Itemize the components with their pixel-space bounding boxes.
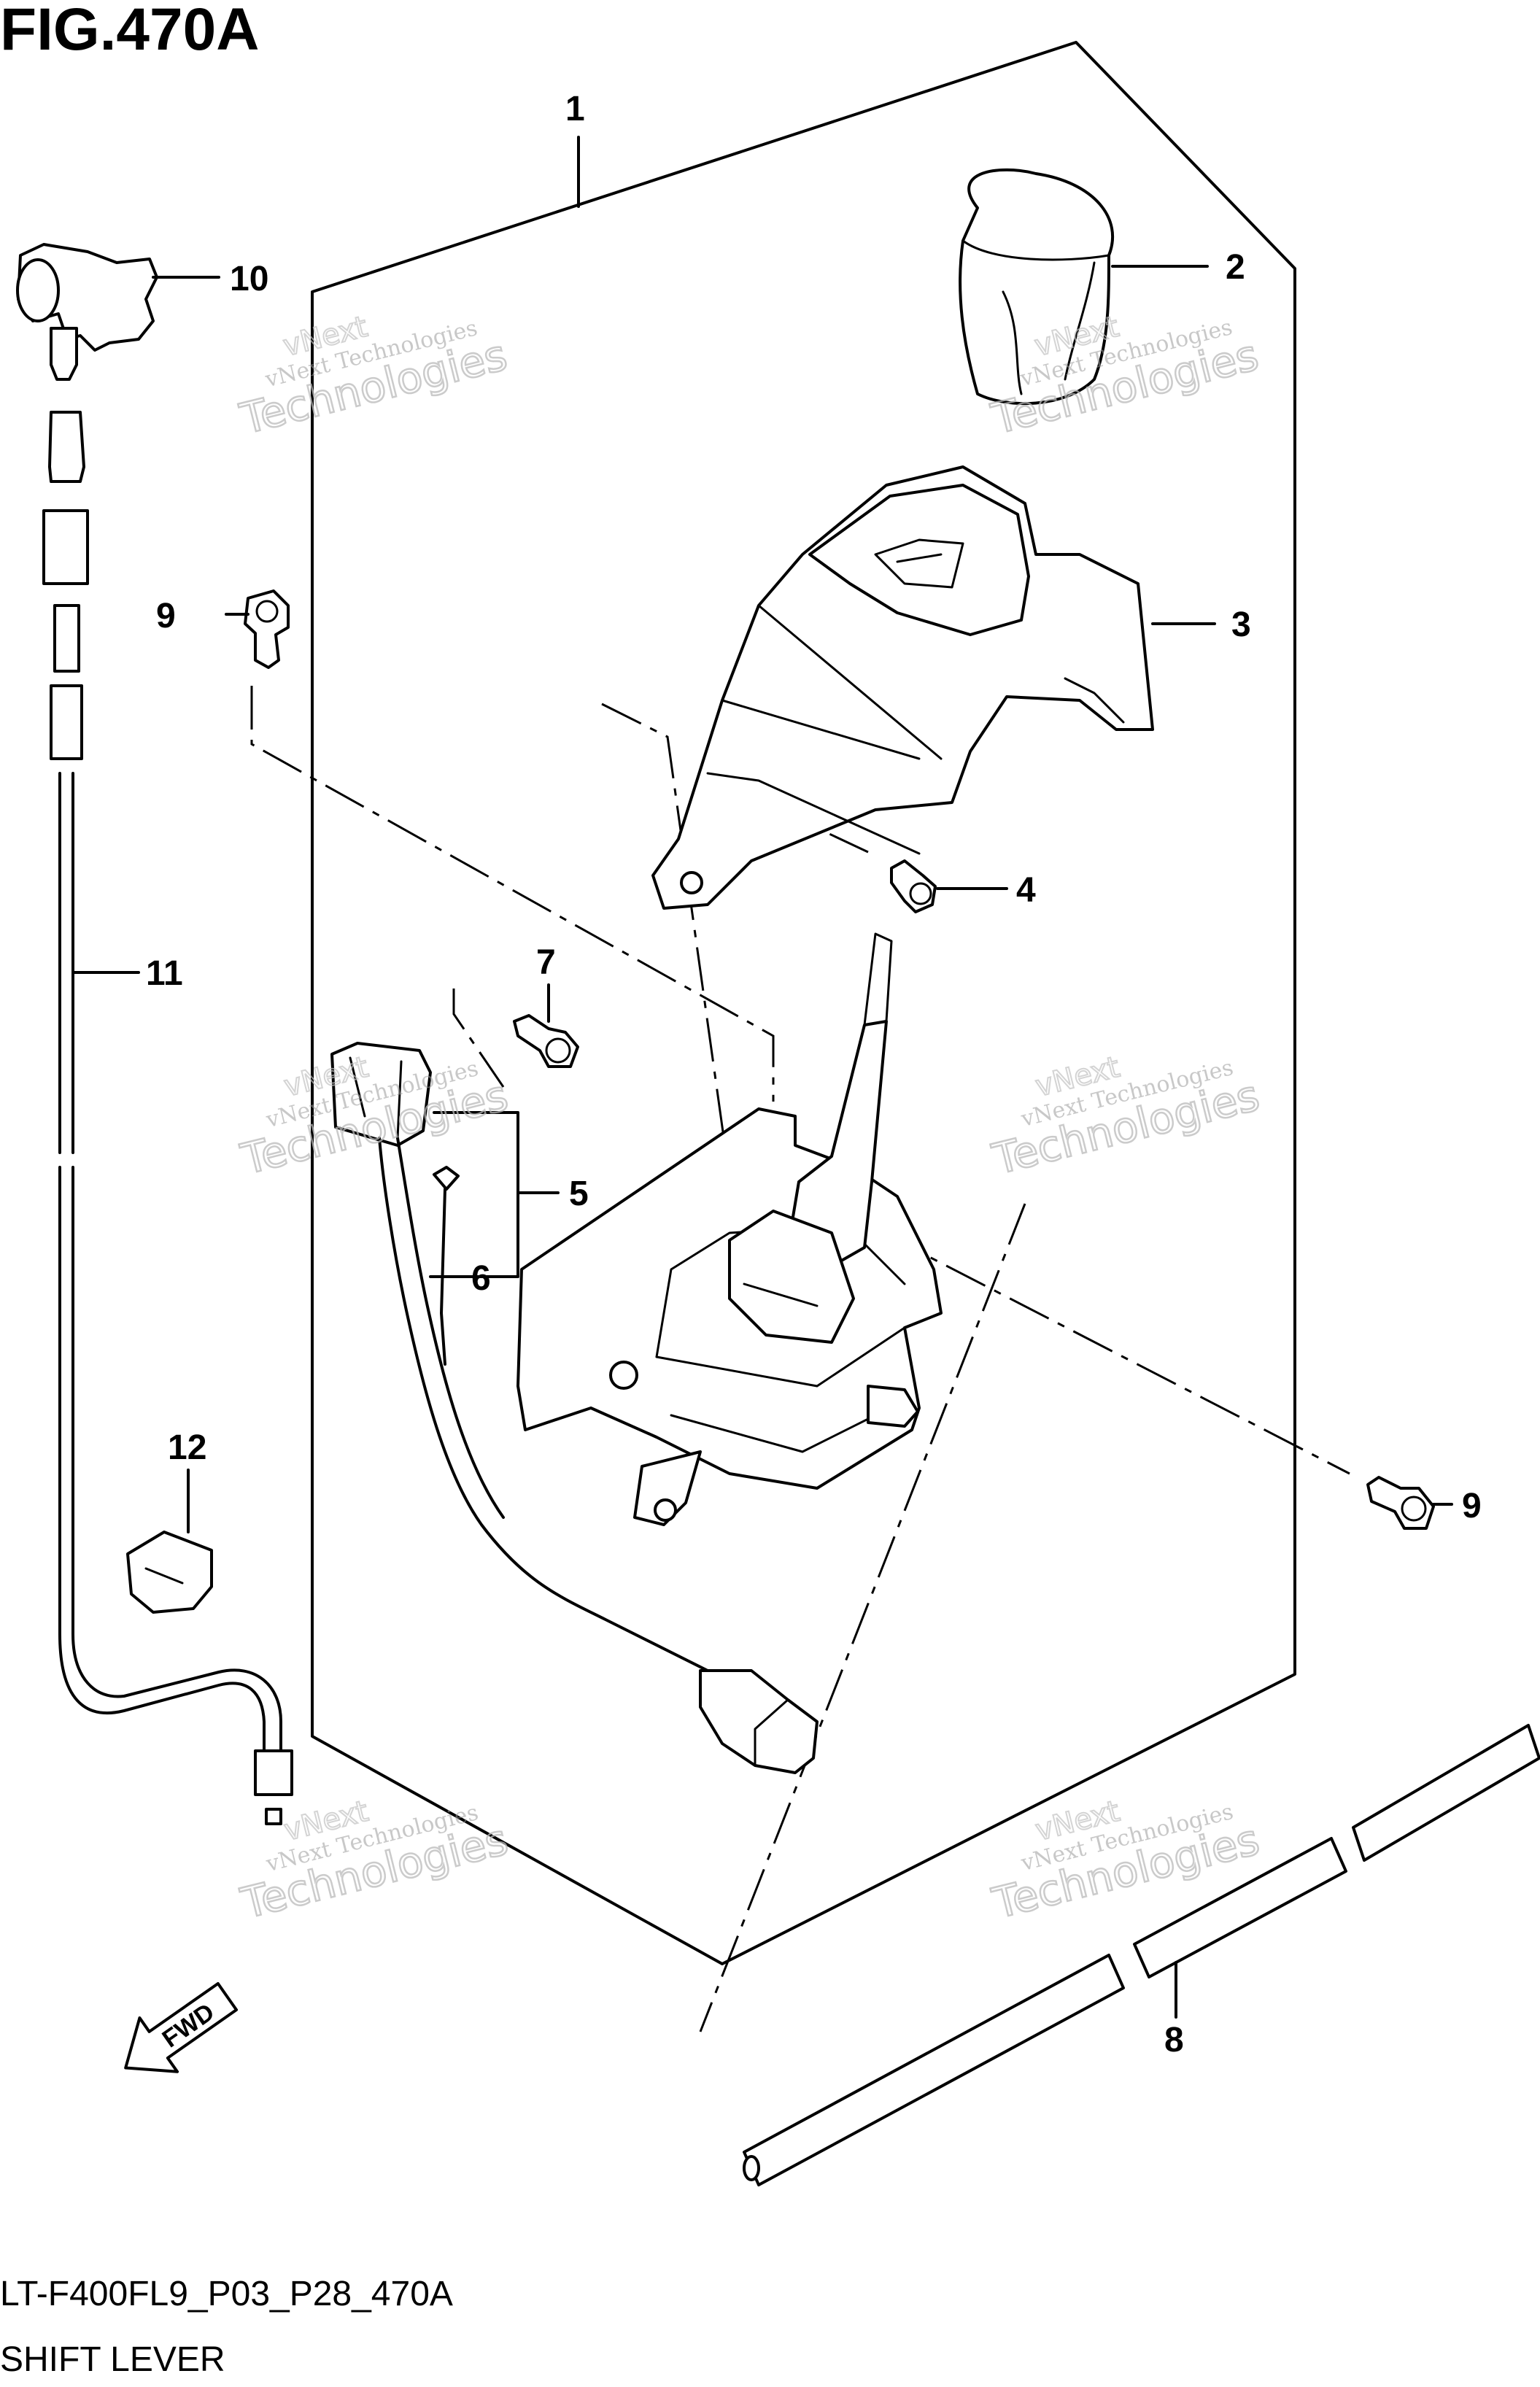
callout-9-upper: 9 [156, 597, 176, 635]
shift-lever-assembly [516, 932, 943, 1526]
callout-5: 5 [569, 1175, 589, 1213]
callout-3: 3 [1231, 606, 1251, 644]
rod-part-8 [743, 1724, 1540, 2186]
figure-title: FIG.470A [0, 0, 259, 63]
callout-1: 1 [565, 90, 585, 128]
callout-8: 8 [1164, 2021, 1184, 2059]
callout-9-right: 9 [1462, 1487, 1482, 1525]
bolt-part-9-right [1366, 1476, 1435, 1530]
clamp-part-12 [126, 1531, 213, 1614]
callout-6: 6 [471, 1259, 491, 1298]
callout-12: 12 [168, 1428, 206, 1467]
bolt-part-9-upper [244, 589, 290, 669]
shift-knob-part [959, 168, 1114, 406]
alignment-lines [250, 686, 1350, 2032]
bolt-part-4 [890, 859, 937, 913]
watermark-top-left: vNext vNext Technologies Technologies [234, 309, 512, 445]
cable-part-11 [42, 411, 293, 1825]
assembly-outline [311, 41, 1296, 1965]
watermark-mid-right: vNext vNext Technologies Technologies [986, 1050, 1264, 1185]
callout-2: 2 [1226, 248, 1245, 287]
callout-4: 4 [1016, 871, 1036, 910]
callout-10: 10 [230, 260, 268, 298]
figure-code: LT-F400FL9_P03_P28_470A [0, 2275, 453, 2313]
leader-lines [73, 136, 1453, 2019]
switch-harness-part [330, 1042, 819, 1774]
watermark-bottom-left: vNext vNext Technologies Technologies [235, 1794, 513, 1930]
figure-name: SHIFT LEVER [0, 2340, 225, 2379]
callout-7: 7 [536, 943, 556, 982]
fwd-arrow: FWD [124, 1981, 239, 2073]
callout-labels: 1 2 3 4 5 6 7 8 9 9 10 11 12 [146, 90, 1482, 2059]
sensor-part-10 [16, 243, 158, 381]
shift-lever-cover-part [651, 465, 1154, 910]
cable-tie-part [433, 1166, 460, 1366]
screw-part-7 [513, 1014, 579, 1068]
callout-11: 11 [146, 954, 183, 993]
